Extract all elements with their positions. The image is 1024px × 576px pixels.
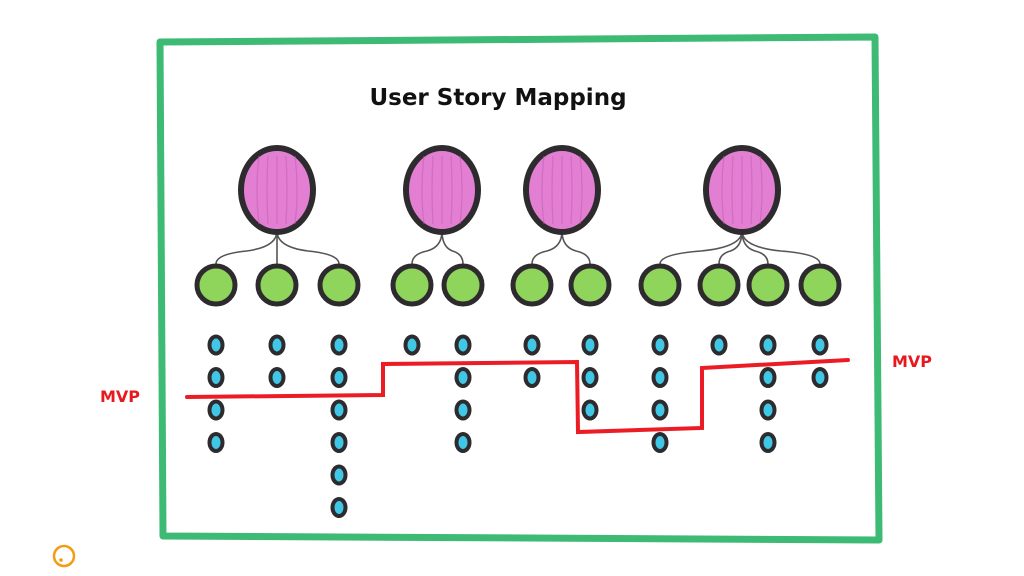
activity-texture (431, 155, 434, 225)
connector-line (531, 230, 563, 265)
activity-texture (759, 155, 763, 225)
mvp-label-left: MVP (100, 387, 140, 406)
story-oval (811, 367, 829, 388)
diagram-title: User Story Mapping (369, 85, 626, 111)
connector-line (441, 230, 464, 265)
task-circle (798, 263, 842, 307)
task-circle (255, 263, 299, 307)
story-oval (759, 399, 777, 421)
connector-line (411, 230, 443, 265)
story-oval (523, 334, 541, 356)
story-oval (330, 464, 348, 486)
story-oval (330, 367, 348, 388)
story-oval (207, 399, 225, 421)
connector-line (741, 230, 821, 265)
story-oval (268, 334, 286, 356)
connector-line (659, 230, 743, 265)
connector-line (718, 230, 743, 265)
story-oval (330, 497, 348, 518)
task-circle (194, 263, 238, 307)
task-circle (746, 263, 790, 307)
story-oval (811, 334, 829, 356)
story-oval (207, 367, 225, 388)
task-circle (568, 263, 612, 307)
story-oval (759, 367, 777, 388)
activity-texture (579, 155, 583, 225)
mvp-label-right: MVP (892, 352, 932, 371)
mvp-line (185, 358, 850, 435)
story-oval (759, 334, 777, 356)
activity-texture (459, 155, 463, 225)
activity-texture (294, 155, 298, 225)
connector-line (215, 230, 278, 265)
story-oval (581, 334, 599, 356)
activity-texture (541, 155, 545, 225)
story-oval (581, 367, 599, 388)
activity-texture (256, 155, 260, 225)
story-oval (454, 399, 472, 421)
story-oval (403, 334, 421, 356)
task-circle (390, 263, 434, 307)
story-oval (330, 399, 348, 421)
story-oval (651, 367, 669, 388)
activity-texture (450, 155, 453, 225)
story-oval (651, 432, 669, 453)
connector-line (741, 230, 769, 265)
activity-texture (721, 155, 725, 225)
task-circle (697, 263, 741, 307)
story-oval (454, 334, 472, 356)
connector-line (561, 230, 591, 265)
story-oval (207, 432, 225, 453)
activity-texture (570, 155, 573, 225)
story-oval (581, 399, 599, 421)
story-oval (454, 367, 472, 388)
story-oval (330, 334, 348, 356)
task-circle (317, 263, 361, 307)
story-oval (207, 334, 225, 356)
activity-texture (551, 155, 554, 225)
activity-texture (750, 155, 753, 225)
activity-texture (266, 155, 269, 225)
ring-icon (52, 544, 76, 568)
story-oval (454, 432, 472, 453)
story-oval (710, 334, 728, 356)
activity-texture (285, 155, 288, 225)
story-oval (268, 367, 286, 388)
task-circle (441, 263, 485, 307)
task-circle (510, 263, 554, 307)
activity-texture (731, 155, 734, 225)
story-oval (759, 432, 777, 453)
ring-dot (59, 558, 63, 562)
story-oval (651, 399, 669, 421)
task-circle (638, 263, 682, 307)
board-frame (156, 33, 883, 544)
connector-line (276, 230, 340, 265)
story-oval (651, 334, 669, 356)
story-oval (330, 432, 348, 453)
story-oval (523, 367, 541, 388)
activity-texture (421, 155, 425, 225)
